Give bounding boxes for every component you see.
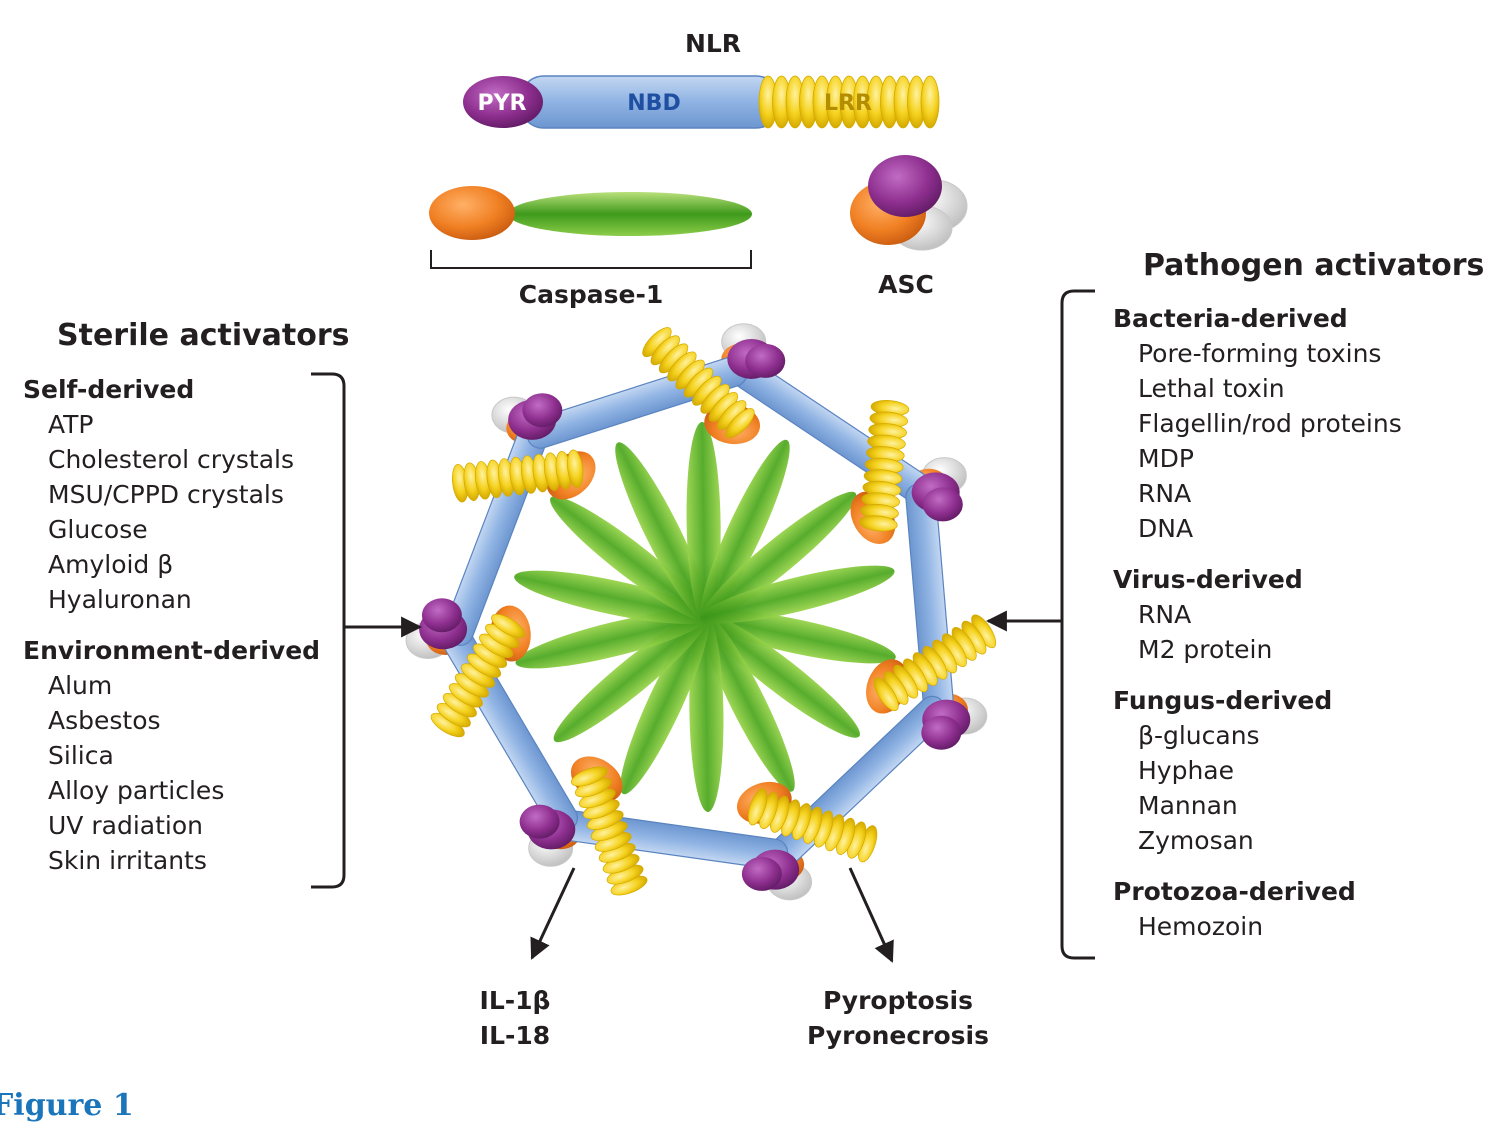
pyr-domain [463,76,543,128]
sterile-list: Self-derived ATP Cholesterol crystals MS… [23,372,320,878]
caspase1-protein [429,186,752,240]
list-item: Alum [48,671,113,700]
ring-pyr [519,804,560,839]
output-il18: IL-18 [479,1021,551,1050]
ring-lrr [873,614,997,712]
list-item: Asbestos [48,706,161,735]
list-item: M2 protein [1138,635,1273,664]
lrr-domain [758,75,940,129]
group-bacteria-derived: Bacteria-derived [1113,304,1348,333]
card-domain [429,186,515,240]
list-item: Silica [48,741,114,770]
lrr-label: LRR [824,91,872,116]
list-item: Zymosan [1138,826,1254,855]
ring-lrr [570,766,648,896]
inflammasome-complex [405,323,997,901]
list-item: Hyphae [1138,756,1235,785]
ring-pyr [741,856,782,891]
list-item: Skin irritants [48,846,207,875]
ring-lrr [430,613,526,738]
caspase-bracket [430,250,752,269]
ring-lrr [642,327,755,439]
list-item: Pore-forming toxins [1138,339,1382,368]
pyr-label: PYR [478,91,527,116]
group-self-derived: Self-derived [23,375,195,404]
output-il1b: IL-1β [479,986,551,1015]
list-item: MDP [1138,444,1194,473]
cytokine-arrow [530,867,576,960]
figure-label: Figure 1 [0,1088,134,1123]
list-item: Mannan [1138,791,1238,820]
cell-death-arrow [848,867,894,963]
group-virus-derived: Virus-derived [1113,565,1303,594]
pathogen-title: Pathogen activators [1143,248,1485,283]
list-item: Glucose [48,515,148,544]
list-item: Hemozoin [1138,912,1264,941]
list-item: ATP [48,410,94,439]
ring-pyr [522,393,563,428]
pathogen-bracket [1060,289,1095,960]
list-item: MSU/CPPD crystals [48,480,284,509]
sterile-title: Sterile activators [57,318,350,353]
list-item: Flagellin/rod proteins [1138,409,1402,438]
list-item: Amyloid β [48,550,174,579]
caspase-domain [508,192,752,236]
list-item: β-glucans [1138,721,1260,750]
asc-protein [850,155,968,251]
output-pyroptosis: Pyroptosis [823,986,973,1015]
nlr-protein: PYR NBD LRR [463,75,940,129]
list-item: Lethal toxin [1138,374,1285,403]
lrr-bead [920,75,940,129]
cell-death-outputs: Pyroptosis Pyronecrosis [798,983,998,1053]
group-environment-derived: Environment-derived [23,636,321,665]
nlr-title: NLR [685,29,741,58]
list-item: RNA [1138,600,1192,629]
group-protozoa-derived: Protozoa-derived [1113,877,1356,906]
group-fungus-derived: Fungus-derived [1113,686,1333,715]
ring-lrr [451,449,584,503]
ring-pyr [745,343,786,378]
caspase1-label: Caspase-1 [519,280,663,309]
list-item: Cholesterol crystals [48,445,294,474]
ring-pyr [421,598,462,633]
list-item: Alloy particles [48,776,225,805]
ring-lrr [747,788,878,863]
ring-pyr [922,487,963,522]
ring-lrr [859,400,910,532]
list-item: Hyaluronan [48,585,192,614]
output-pyronecrosis: Pyronecrosis [807,1021,989,1050]
list-item: DNA [1138,514,1194,543]
pathogen-list: Bacteria-derived Pore-forming toxins Let… [1113,301,1402,944]
cytokine-outputs: IL-1β IL-18 [455,983,575,1053]
list-item: RNA [1138,479,1192,508]
nbd-label: NBD [627,91,680,116]
asc-label: ASC [878,270,934,299]
sterile-bracket [311,372,346,889]
ring-pyr [921,715,962,750]
list-item: UV radiation [48,811,203,840]
